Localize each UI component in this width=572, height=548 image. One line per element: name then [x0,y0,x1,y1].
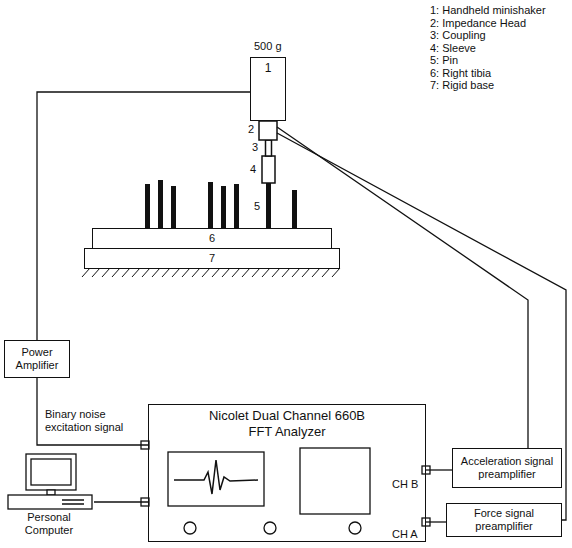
pin [234,184,239,228]
computer-node: Personal Computer [4,452,94,540]
tibia-bar: 6 [92,228,332,249]
pin [221,186,226,228]
mass-label: 500 g [254,40,282,53]
signal-cable [94,501,148,502]
signal-wire [277,133,566,520]
tibia-pins [145,180,297,228]
signal-cable [37,92,250,340]
callout-number: 5 [254,200,260,213]
signal-cable [426,521,446,522]
monitor-neck [47,490,55,495]
signal-cable [37,378,148,445]
node-text: 6 [209,232,215,245]
driven-pin [266,182,271,228]
pin [208,182,213,228]
edge-label: Binary noise excitation signal [44,408,144,434]
pin [292,190,297,228]
callout-number: 3 [252,141,258,154]
node-text: Nicolet Dual Channel 660B FFT Analyzer [205,408,370,439]
monitor [26,454,76,490]
system-unit [8,495,92,509]
node-text: Power Amplifier [9,346,65,372]
shaker-box: 1 [250,57,286,121]
pin [171,186,176,228]
amplifier-box: Power Amplifier [4,340,70,378]
drive-slots [62,500,84,504]
base-plate: 7 [84,248,340,269]
analyzer-panel [300,448,370,514]
legend-entry: 3: Coupling [430,29,486,42]
node-text: Personal Computer [14,511,84,537]
signal-cable [426,469,452,470]
computer-icon [8,454,92,509]
node-text: Force signal preamplifier [451,507,557,533]
legend-entry: 7: Rigid base [430,79,494,92]
legend-entry: 4: Sleeve [430,42,476,55]
legend-entry: 6: Right tibia [430,67,491,80]
legend-entry: 2: Impedance Head [430,17,526,30]
preamp-box: Force signal preamplifier [446,503,562,537]
knob [264,522,276,534]
ground-hatch [82,268,340,277]
sleeve [262,156,275,183]
node-text: 7 [209,252,215,265]
monitor-screen [31,459,71,485]
waveform [174,460,258,494]
pin [158,180,163,228]
knob [184,522,196,534]
coupling [266,140,272,156]
channel-label: CH A [392,528,418,541]
knob [349,522,361,534]
legend-entry: 1: Handheld minishaker [430,4,546,17]
legend-entry: 5: Pin [430,54,458,67]
channel-label: CH B [392,478,418,491]
callout-number: 4 [250,163,256,176]
preamp-box: Acceleration signal preamplifier [452,448,562,488]
node-text: Acceleration signal preamplifier [457,455,557,481]
analyzer-box: Nicolet Dual Channel 660B FFT Analyzer [148,404,426,542]
analyzer-screen [168,452,264,506]
impedance-head [259,121,277,140]
node-text: 1 [265,61,272,75]
callout-number: 2 [248,123,254,136]
signal-wire [277,127,528,448]
pin [145,184,150,228]
